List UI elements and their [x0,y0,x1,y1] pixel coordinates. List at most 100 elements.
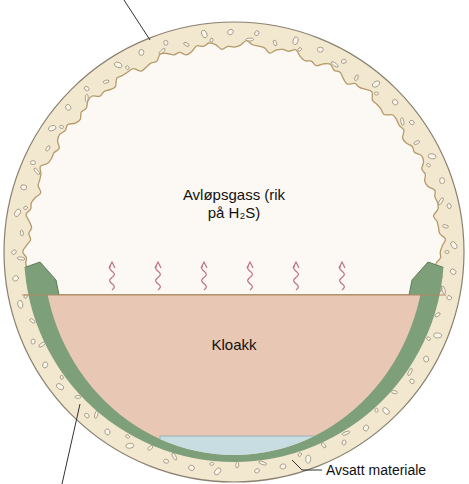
pebble [114,61,123,69]
gas-arrowhead [247,262,253,268]
pebble [11,249,17,255]
pebble [125,434,130,439]
pebble [75,395,81,398]
pebble [147,445,153,451]
pebble [409,120,415,126]
sewage [0,295,469,484]
pebble [434,312,441,318]
gas-arrows [109,262,345,290]
pebble [48,125,57,132]
gas-arrowhead [109,262,115,268]
pebble [413,140,420,145]
pebble [426,336,431,341]
pebble [17,256,25,260]
gas-arrowhead [293,262,299,268]
pebble [188,464,196,471]
pebble [391,98,399,106]
pebble [104,428,111,435]
pebble [125,65,130,70]
pebble [20,230,24,236]
pebble [426,163,431,168]
gas-region: Avløpsgass (rik på H₂S) [178,186,290,222]
pebble [297,47,302,52]
pebble [103,79,110,83]
pebble [12,275,20,282]
gas-arrow [248,266,253,290]
region-label: Kloakk [174,336,294,354]
pebble [31,339,35,344]
pebble [381,406,390,415]
pebble [297,452,302,457]
pebble [64,103,72,111]
gas-arrowhead [155,262,161,268]
pebble [210,462,215,466]
pebble [449,268,457,276]
pebble [20,184,27,190]
pebble [163,40,168,46]
pebble [409,378,415,384]
pebble [254,30,260,36]
gas-arrowhead [339,262,345,268]
pebble [341,440,346,446]
pebble [279,463,286,470]
leader-line [292,460,322,470]
leader-line [124,0,150,40]
sewage-region: Kloakk [174,336,294,354]
pebble [210,38,214,43]
pebble [139,49,145,56]
pebble [200,29,208,38]
pebble [446,203,452,209]
gas-arrow [294,266,299,290]
pebble [273,40,278,47]
pebble [45,145,51,152]
pebble [23,206,28,210]
pebble [254,468,260,474]
pebble [213,467,222,476]
pebble [446,295,452,301]
pebble [433,333,441,339]
pebble [84,412,90,418]
gas-space [23,41,446,295]
sewage-surface [22,294,446,295]
pebble [292,36,299,45]
gas-arrow [202,266,207,290]
pebble [449,240,458,249]
pebble [321,442,327,449]
pebble [341,59,347,64]
pebble [362,424,369,432]
pebble [30,161,35,165]
pebble [183,42,190,47]
pebble [42,361,49,368]
gas-arrow [156,266,161,290]
leader-line [62,404,80,484]
gas-arrow [340,266,345,290]
pebble [29,318,36,324]
pebble [60,375,64,380]
pebble [445,251,449,254]
pebble [423,356,429,363]
deposit [160,436,340,476]
pebble [391,390,397,394]
pebble [374,92,378,95]
pebble [227,28,235,36]
pebble [59,125,64,129]
pebble [400,117,404,125]
gas-arrowhead [201,262,207,268]
pebble [442,224,449,229]
pebble [55,382,64,391]
pebble [317,47,323,52]
pebble [354,74,359,81]
part-label: Avsatt materiale [326,462,426,479]
pebble [306,455,311,463]
pebble [375,408,378,412]
pebble [258,460,267,466]
pebble [17,300,24,309]
pebble [428,153,437,159]
pebble [126,443,135,449]
gas-arrow [110,266,115,290]
pebble [83,85,89,91]
region-label: Avløpsgass (rik på H₂S) [178,186,290,222]
pebble [13,208,21,217]
